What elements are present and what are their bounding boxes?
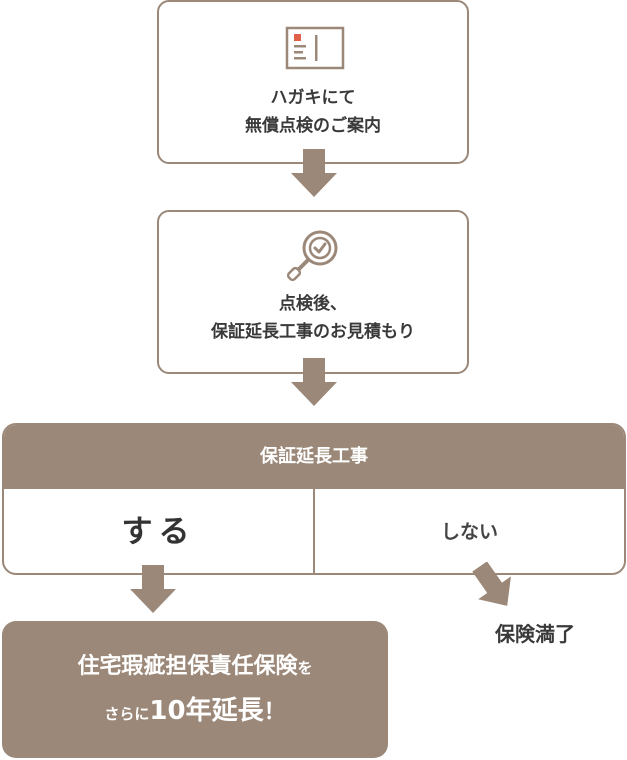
extension-choice-table: 保証延長工事 する しない	[2, 423, 626, 575]
result-extension-box: 住宅瑕疵担保責任保険を さらに10年延長！	[2, 621, 388, 758]
step2-line2: 保証延長工事のお見積もり	[211, 322, 415, 342]
choice-yes: する	[121, 514, 196, 550]
step-inspection-box: 点検後、 保証延長工事のお見積もり	[157, 210, 469, 374]
result-line2-main: 10年延長	[149, 696, 264, 726]
arrow-down-icon	[291, 149, 337, 197]
step2-line1: 点検後、	[279, 294, 347, 314]
step1-line1: ハガキにて	[270, 88, 356, 108]
arrow-down-icon	[291, 358, 337, 406]
choice-no: しない	[440, 521, 498, 543]
result-line2-suffix: ！	[263, 700, 286, 725]
result-line2-prefix: さらに	[104, 705, 150, 723]
choice-divider	[313, 489, 315, 573]
arrow-down-icon	[130, 565, 176, 613]
arrow-diagonal-icon	[472, 562, 511, 606]
result-line1-main: 住宅瑕疵担保責任保険	[77, 654, 298, 679]
result-line1-suffix: を	[297, 659, 313, 677]
step1-line2: 無償点検のご案内	[245, 116, 381, 136]
choice-header: 保証延長工事	[4, 425, 624, 489]
insurance-expiry-label: 保険満了	[495, 622, 575, 646]
step-hagaki-box: ハガキにて 無償点検のご案内	[157, 0, 469, 164]
postcard-icon	[285, 26, 345, 70]
magnifier-check-icon	[287, 230, 338, 282]
